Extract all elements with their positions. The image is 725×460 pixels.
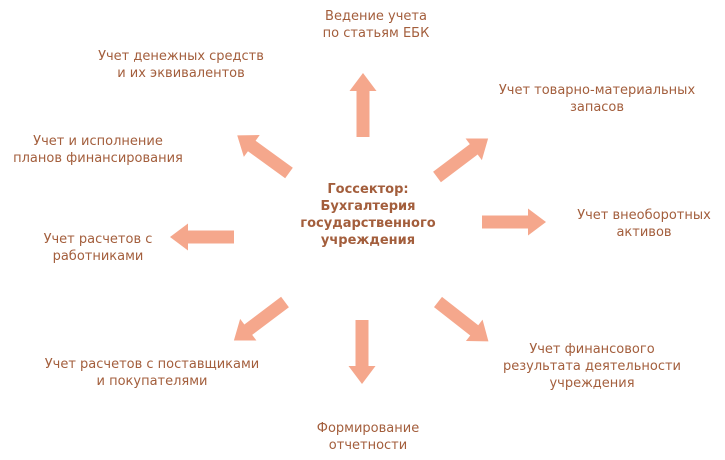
node-raschety-s-postavshchikami: Учет расчетов с поставщиками и покупател… xyxy=(44,357,260,389)
arrow-down-left-icon xyxy=(225,291,294,352)
node-vneoborotnye-aktivy: Учет внеоборотных активов xyxy=(577,208,711,240)
arrow-up-left-icon xyxy=(229,124,297,184)
arrow-down-icon xyxy=(348,320,376,384)
node-denezhnye-sredstva: Учет денежных средств и их эквивалентов xyxy=(98,49,264,81)
arrow-up-icon xyxy=(349,73,377,137)
arrow-right-icon xyxy=(482,208,546,236)
node-tovarno-materialnye: Учет товарно-материальных запасов xyxy=(498,83,696,115)
node-finansovyi-rezultat: Учет финансового результата деятельности… xyxy=(502,342,681,391)
node-vedenie-ucheta-ebk: Ведение учета по статьям ЕБК xyxy=(322,9,430,41)
arrow-up-right-icon xyxy=(428,127,497,188)
node-raschety-s-rabotnikami: Учет расчетов с работниками xyxy=(43,232,153,264)
node-plany-finansirovaniya: Учет и исполнение планов финансирования xyxy=(13,134,183,166)
arrow-left-icon xyxy=(170,223,234,251)
node-formirovanie-otchetnosti: Формирование отчетности xyxy=(316,421,420,453)
center-node-gossektor: Госсектор: Бухгалтерия государственного … xyxy=(300,182,436,248)
arrow-down-right-icon xyxy=(429,291,497,353)
